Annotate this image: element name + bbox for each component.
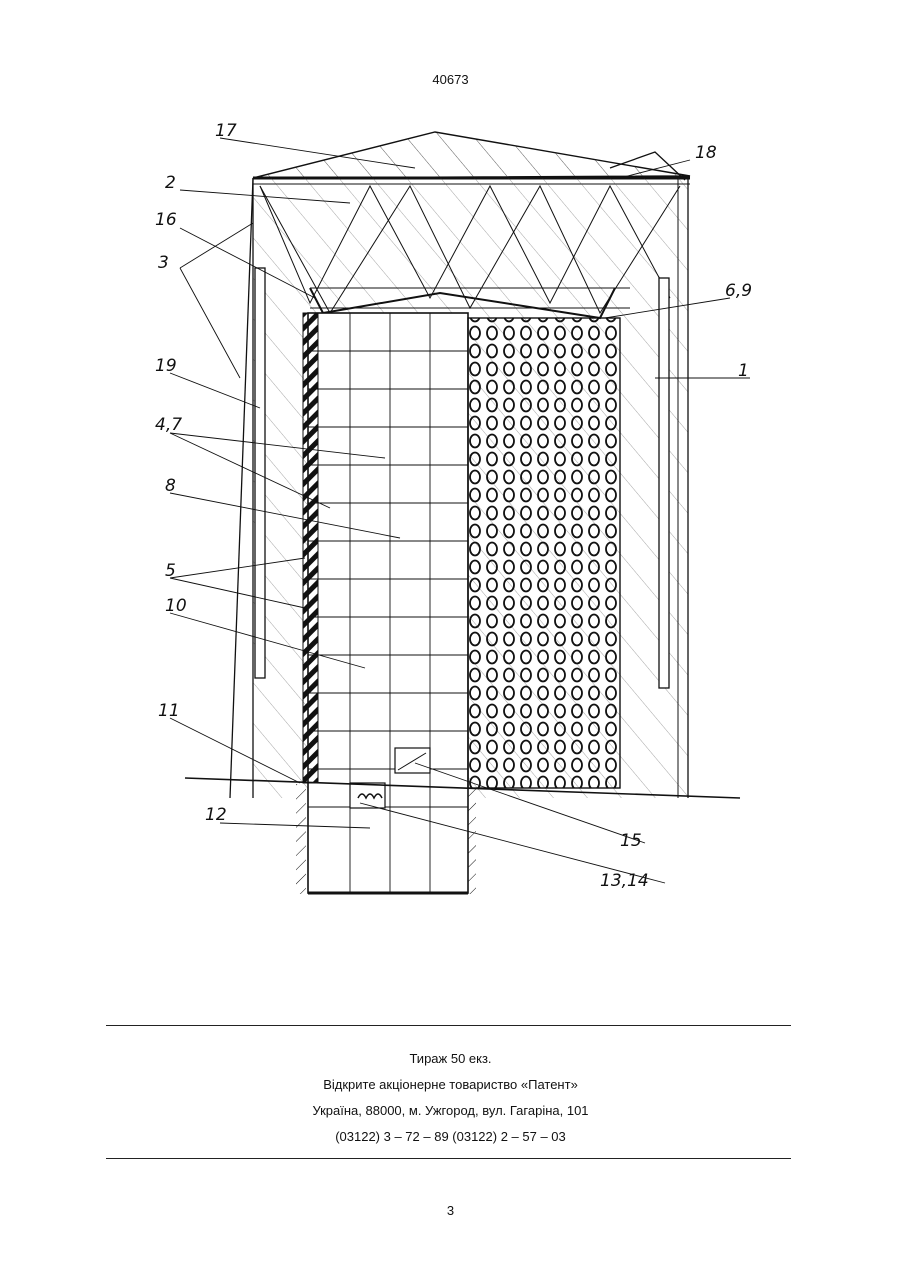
callout-15: 15 — [620, 831, 642, 851]
central-chamber — [303, 313, 468, 893]
stone-filling — [468, 318, 620, 788]
callout-11: 11 — [158, 701, 180, 721]
callout-16: 16 — [155, 210, 177, 230]
publisher-line: Відкрите акціонерне товариство «Патент» — [0, 1072, 901, 1098]
callout-4-7: 4,7 — [155, 415, 182, 435]
circulation-line: Тираж 50 екз. — [0, 1046, 901, 1072]
bottom-divider — [106, 1158, 791, 1159]
callout-3: 3 — [158, 253, 169, 273]
callout-13-14: 13,14 — [600, 871, 649, 891]
document-number: 40673 — [0, 72, 901, 87]
address-line: Україна, 88000, м. Ужгород, вул. Гагарін… — [0, 1098, 901, 1124]
page-number: 3 — [0, 1203, 901, 1218]
callout-17: 17 — [215, 121, 237, 141]
phone-line: (03122) 3 – 72 – 89 (03122) 2 – 57 – 03 — [0, 1124, 901, 1150]
imprint-block: Тираж 50 екз. Відкрите акціонерне товари… — [0, 1046, 901, 1150]
left-tube — [255, 268, 265, 678]
callout-10: 10 — [165, 596, 187, 616]
callout-5: 5 — [165, 561, 176, 581]
callout-18: 18 — [695, 143, 717, 163]
top-divider — [106, 1025, 791, 1026]
drawing-svg: 17 18 2 16 3 6,9 1 19 4,7 8 5 10 11 12 1… — [110, 108, 800, 928]
callout-8: 8 — [165, 476, 176, 496]
callout-12: 12 — [205, 805, 227, 825]
callout-6-9: 6,9 — [725, 281, 752, 301]
callout-1: 1 — [738, 361, 749, 381]
callout-2: 2 — [165, 173, 176, 193]
right-tube — [659, 278, 669, 688]
roof — [253, 132, 690, 184]
technical-drawing: 17 18 2 16 3 6,9 1 19 4,7 8 5 10 11 12 1… — [110, 108, 800, 928]
callout-19: 19 — [155, 356, 177, 376]
